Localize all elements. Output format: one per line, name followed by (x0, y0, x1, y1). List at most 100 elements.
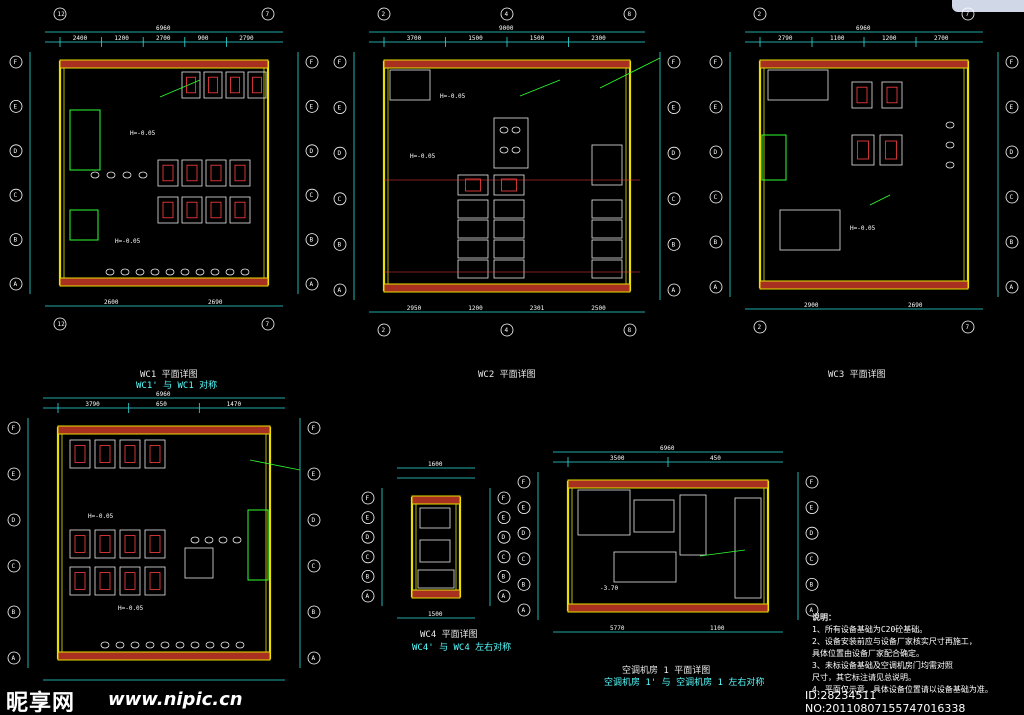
toilet-stall (851, 134, 875, 166)
toilet-stall (181, 196, 203, 224)
room-partition (69, 209, 99, 241)
sink-fixture (205, 641, 215, 649)
toilet-stall (879, 134, 903, 166)
axis-label: 2 (382, 11, 386, 18)
toilet-fixture (857, 140, 869, 160)
design-notes: 说明： 1、所有设备基础为C20砼基础。 2、设备安装前应与设备厂家核实尺寸再施… (812, 612, 1017, 696)
axis-label: A (338, 287, 342, 294)
axis-label: C (672, 196, 676, 203)
axis-label: C (312, 563, 316, 570)
axis-label: C (310, 192, 314, 199)
annotation-leader (599, 57, 661, 89)
axis-bubble (517, 578, 531, 591)
axis-bubble (623, 7, 637, 21)
bathtub (417, 569, 455, 589)
toilet-fixture (234, 201, 246, 219)
top-right-toolbar[interactable] (952, 0, 1024, 12)
axis-bubble (709, 190, 723, 204)
axis-label: B (366, 573, 370, 580)
wall-band-bottom (567, 603, 769, 613)
elevation-label: H=-0.05 (130, 130, 156, 137)
segment-dimension: 2300 (591, 35, 606, 42)
sink-fixture (165, 268, 175, 276)
wc4-title: WC4 平面详图 (420, 630, 478, 640)
axis-bubble (7, 559, 21, 573)
segment-dimension: 900 (198, 35, 209, 42)
axis-label: C (366, 554, 370, 561)
axis-label: D (1010, 149, 1014, 156)
axis-bubble (517, 552, 531, 566)
sink-fixture (225, 268, 235, 276)
accessible-wc (184, 547, 214, 579)
axis-bubble (805, 475, 819, 489)
sink-fixture (122, 171, 132, 179)
wc2-title: WC2 平面详图 (478, 370, 536, 380)
toilet-stall (493, 239, 525, 259)
note-item: 3、未标设备基础及空调机房门均需对照 (812, 661, 953, 670)
sink-fixture (945, 121, 955, 129)
annotation-leader (519, 79, 561, 97)
axis-bubble (333, 55, 347, 69)
toilet-fixture (99, 572, 111, 590)
axis-label: A (12, 655, 16, 662)
axis-label: 7 (966, 324, 970, 331)
overall-dimension: 6960 (156, 391, 171, 398)
note-item: 4、平面仅示意，具体设备位置请以设备基础为准。 (812, 685, 993, 694)
overall-dimension: 6960 (856, 25, 871, 32)
axis-label: 4 (505, 11, 509, 18)
storage-room (779, 209, 841, 251)
axis-bubble (667, 283, 681, 297)
toilet-stall (493, 174, 525, 196)
axis-label: B (312, 609, 316, 616)
axis-label: D (672, 150, 676, 157)
axis-label: B (1010, 239, 1014, 246)
outer-wall (566, 480, 770, 612)
axis-bubble (497, 589, 511, 603)
axis-bubble (305, 233, 319, 247)
toilet-stall (144, 566, 166, 596)
axis-label: B (714, 239, 718, 246)
axis-label: C (12, 563, 16, 570)
toilet-stall (457, 199, 489, 219)
toilet-stall (229, 196, 251, 224)
axis-bubble (667, 101, 681, 114)
toilet-fixture (210, 164, 222, 182)
toilet-stall (205, 159, 227, 187)
janitor-room (389, 69, 431, 101)
toilet-stall (144, 529, 166, 559)
segment-dimension: 650 (156, 401, 167, 408)
axis-label: E (366, 515, 370, 522)
axis-label: F (502, 495, 506, 502)
axis-bubble (1005, 235, 1019, 249)
axis-bubble (333, 101, 347, 114)
axis-bubble (1005, 55, 1019, 69)
elevation-label: H=-0.05 (440, 93, 466, 100)
toilet-stall (457, 239, 489, 259)
axis-bubble (377, 323, 391, 337)
axis-bubble (1005, 145, 1019, 159)
axis-label: A (502, 593, 506, 600)
annotation-leader (249, 459, 301, 471)
axis-label: E (810, 505, 814, 512)
axis-label: 8 (628, 11, 632, 18)
axis-bubble (709, 280, 723, 294)
segment-dimension: 1100 (830, 35, 845, 42)
toilet-fixture (124, 445, 136, 463)
segment-dimension: 1500 (468, 35, 483, 42)
sink-fixture (180, 268, 190, 276)
wall-band-bottom (759, 280, 969, 290)
toilet-fixture (419, 539, 451, 563)
toilet-stall (851, 81, 873, 109)
outer-wall (382, 60, 632, 292)
overall-dimension: 9000 (499, 25, 514, 32)
axis-bubble (333, 192, 347, 206)
sink-fixture (190, 641, 200, 649)
axis-bubble (517, 475, 531, 489)
axis-label: F (672, 59, 676, 66)
toilet-stall (69, 566, 91, 596)
sink-fixture (210, 268, 220, 276)
sink-fixture (115, 641, 125, 649)
segment-dimension: 2690 (908, 302, 923, 309)
axis-bubble (517, 526, 531, 540)
axis-label: E (310, 103, 314, 110)
